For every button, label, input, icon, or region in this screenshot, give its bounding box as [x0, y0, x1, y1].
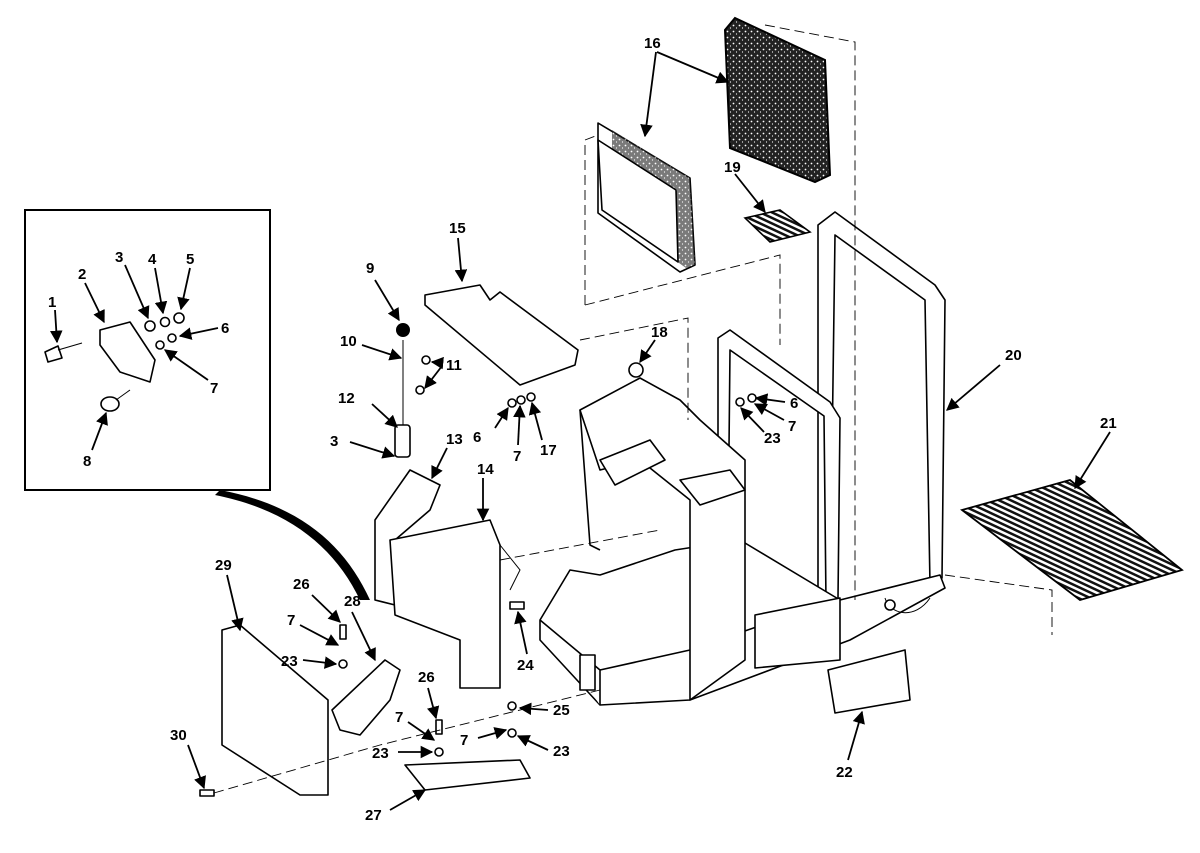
callout-label: 6 — [473, 429, 481, 446]
callout-label: 29 — [215, 557, 232, 574]
callout-label: 7 — [513, 448, 521, 465]
callout-label: 7 — [788, 418, 796, 435]
callout-label: 9 — [366, 260, 374, 277]
bracket-27 — [404, 759, 531, 791]
callout-label: 6 — [790, 395, 798, 412]
callout-label: 2 — [78, 266, 86, 283]
callout-label: 11 — [446, 357, 462, 374]
floor-pad — [827, 649, 911, 714]
callout-label: 7 — [460, 732, 468, 749]
callout-label: 17 — [540, 442, 557, 459]
callout-label: 30 — [170, 727, 187, 744]
callout-label: 23 — [281, 653, 298, 670]
callout-label: 28 — [344, 593, 361, 610]
callout-label: 7 — [210, 380, 218, 397]
callout-label: 3 — [115, 249, 123, 266]
seat-cushions — [597, 16, 832, 273]
bracket-28 — [331, 659, 401, 736]
callout-label: 13 — [446, 431, 463, 448]
callout-label: 7 — [287, 612, 295, 629]
callout-label: 3 — [330, 433, 338, 450]
inset-pointer — [215, 490, 370, 600]
callout-label: 15 — [449, 220, 466, 237]
callout-label: 4 — [148, 251, 157, 268]
callout-label: 27 — [365, 807, 382, 824]
leader-arrows — [187, 51, 1111, 811]
callout-label: 23 — [553, 743, 570, 760]
callout-label: 21 — [1100, 415, 1117, 432]
callout-label: 18 — [651, 324, 668, 341]
top-plate — [424, 284, 579, 386]
main-chassis — [539, 377, 946, 706]
callout-label: 26 — [418, 669, 435, 686]
callout-label: 24 — [517, 657, 534, 674]
callout-label: 19 — [724, 159, 741, 176]
callout-label: 26 — [293, 576, 310, 593]
cover-panels — [374, 469, 521, 689]
callout-label: 20 — [1005, 347, 1022, 364]
callout-label: 5 — [186, 251, 194, 268]
callout-label: 22 — [836, 764, 853, 781]
callout-labels: 1 2 3 4 5 6 7 8 9 10 11 12 3 13 14 15 16… — [48, 35, 1117, 824]
callout-label: 14 — [477, 461, 494, 478]
callout-label: 23 — [764, 430, 781, 447]
callout-label: 16 — [644, 35, 661, 52]
callout-label: 6 — [221, 320, 229, 337]
callout-label: 23 — [372, 745, 389, 762]
floor-mat — [960, 479, 1184, 601]
detail-inset — [24, 209, 271, 491]
fasteners — [199, 323, 757, 797]
foot-pad — [743, 209, 812, 243]
side-panel — [221, 624, 329, 796]
callout-label: 1 — [48, 294, 56, 311]
callout-label: 10 — [340, 333, 357, 350]
callout-label: 25 — [553, 702, 570, 719]
callout-label: 7 — [395, 709, 403, 726]
callout-label: 8 — [83, 453, 91, 470]
backrest-frame — [717, 211, 946, 603]
callout-label: 12 — [338, 390, 355, 407]
